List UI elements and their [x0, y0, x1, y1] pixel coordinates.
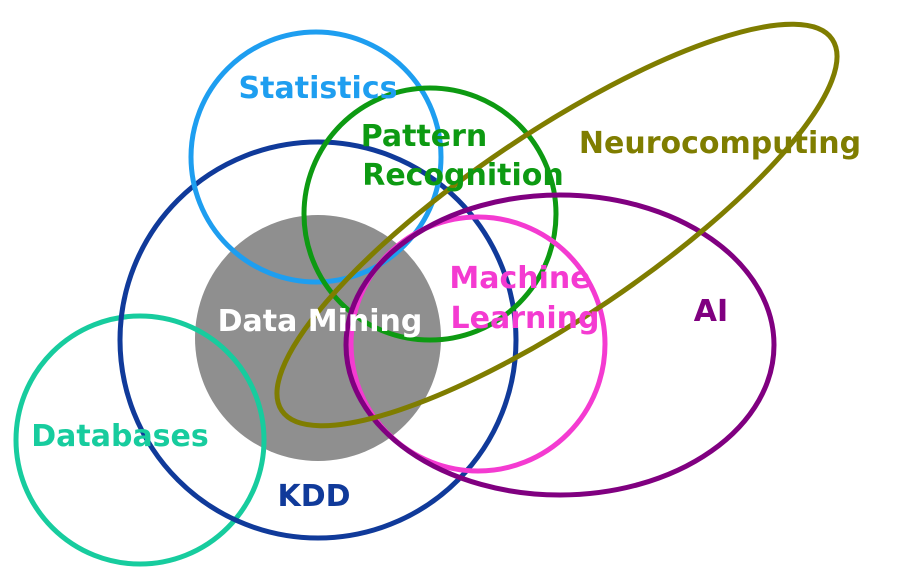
- statistics-circle: [188, 29, 444, 285]
- databases-circle: [13, 313, 267, 567]
- databases-label: Databases: [31, 419, 209, 454]
- machine-learning-label-line1: Machine: [449, 261, 590, 296]
- kdd-label: KDD: [277, 479, 350, 514]
- statistics-label: Statistics: [239, 71, 398, 106]
- pattern-recognition-label-line2: Recognition: [362, 158, 564, 193]
- ai-label: AI: [694, 294, 728, 329]
- data-mining-label: Data Mining: [218, 304, 423, 339]
- machine-learning-circle: [348, 214, 608, 474]
- machine-learning-label-line2: Learning: [451, 301, 600, 336]
- neurocomputing-ellipse: [274, 21, 840, 429]
- pattern-recognition-circle: [301, 85, 559, 343]
- kdd-circle: [117, 139, 519, 541]
- neurocomputing-label: Neurocomputing: [579, 126, 861, 161]
- ai-ellipse: [343, 192, 777, 498]
- pattern-recognition-label-line1: Pattern: [361, 119, 488, 154]
